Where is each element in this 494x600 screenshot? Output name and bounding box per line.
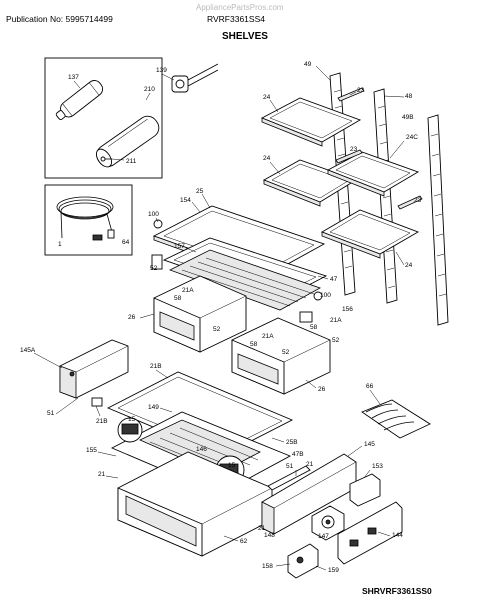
deli-control-board[interactable] (337, 501, 403, 565)
callout-52-c: 52 (332, 337, 340, 344)
callout-24-top: 24 (263, 94, 271, 101)
callout-21-right: 21 (306, 461, 314, 468)
callout-21a-c: 21A (262, 333, 274, 340)
watermark: AppliancePartsPros.com (196, 3, 284, 12)
deli-drawer-bin[interactable] (117, 451, 273, 557)
callout-157: 157 (174, 243, 185, 250)
callout-51-left: 51 (47, 410, 55, 417)
callout-52-b: 52 (213, 326, 221, 333)
shelf-rail-rear[interactable] (427, 114, 449, 326)
water-line-inset: 1 64 (44, 184, 133, 256)
deli-detail-callout-left (117, 417, 143, 443)
deli-slide-rail[interactable] (267, 465, 311, 491)
callout-155: 155 (86, 447, 97, 454)
callout-64: 64 (122, 239, 130, 246)
crisper-divider-end-caps[interactable] (151, 219, 323, 323)
filter-head[interactable] (171, 63, 219, 93)
callout-210: 210 (144, 86, 155, 93)
callout-23-top: 23 (357, 87, 365, 94)
callout-25: 25 (196, 188, 204, 195)
callout-51-right: 51 (286, 463, 294, 470)
deli-wire-harness[interactable] (287, 543, 319, 579)
callout-159: 159 (328, 567, 339, 574)
callout-21a-b: 21A (330, 317, 342, 324)
callout-21-low: 21 (258, 525, 266, 532)
callout-25b: 25B (286, 439, 298, 446)
callout-15-right: 15 (228, 462, 236, 469)
section-title: SHELVES (222, 31, 268, 42)
callout-21-left: 21 (98, 471, 106, 478)
callout-58-c: 58 (250, 341, 258, 348)
callout-26-a: 26 (128, 314, 136, 321)
glass-shelf-top[interactable] (260, 97, 362, 147)
callout-158: 158 (262, 563, 273, 570)
deli-drawer-slide[interactable] (91, 397, 103, 407)
crisper-drawer-left[interactable] (153, 275, 247, 353)
callout-58-a: 58 (174, 295, 182, 302)
callout-48: 48 (405, 93, 413, 100)
callout-58-b: 58 (310, 324, 318, 331)
crisper-callouts: 25 154 100 157 47 52 21A 58 100 156 26 5… (128, 188, 353, 393)
deli-control-callouts: 145 51 21 153 21 148 147 144 158 159 (258, 441, 403, 574)
callout-145a: 145A (20, 347, 36, 354)
callout-100-top: 100 (148, 211, 159, 218)
callout-52-a: 52 (150, 265, 158, 272)
diagram-code: SHRVRF3361SS0 (362, 586, 432, 596)
tube-fitting[interactable] (92, 229, 115, 241)
publication-number: Publication No: 5995714499 (6, 14, 113, 24)
filter-inset-frame (44, 57, 163, 179)
drawer-support-rack[interactable] (361, 399, 431, 439)
shelf-callouts: 49 23 48 49B 24 24 23 24C 23 24 (263, 61, 422, 269)
callout-1: 1 (58, 241, 62, 248)
glass-shelf-bottom[interactable] (320, 209, 420, 259)
callout-26-b: 26 (318, 386, 326, 393)
callout-156: 156 (342, 306, 353, 313)
callout-154: 154 (180, 197, 191, 204)
callout-47: 47 (330, 276, 338, 283)
callout-24-bottom: 24 (405, 262, 413, 269)
water-line-inset-frame (44, 184, 133, 256)
glass-shelf-mid-left[interactable] (262, 159, 358, 207)
callout-24-mid: 24 (263, 155, 271, 162)
callout-49b: 49B (402, 114, 414, 121)
deli-drawer-front[interactable] (59, 339, 129, 399)
callout-137: 137 (68, 74, 79, 81)
callout-49: 49 (304, 61, 312, 68)
shelf-rail-right[interactable] (373, 88, 398, 304)
deli-control-bracket[interactable] (349, 473, 381, 507)
callout-21b-low: 21B (96, 418, 108, 425)
callout-139: 139 (156, 67, 167, 74)
screw[interactable] (100, 156, 112, 162)
callout-146: 146 (196, 446, 207, 453)
callout-100-b: 100 (320, 292, 331, 299)
callout-211: 211 (126, 158, 137, 165)
callout-147: 147 (318, 533, 329, 540)
callout-15-left: 15 (128, 416, 136, 423)
callout-23-low: 23 (414, 197, 422, 204)
callout-153: 153 (372, 463, 383, 470)
water-filter-cartridge[interactable] (53, 78, 105, 124)
deli-callouts: 145A 21B 51 21B 149 15 146 25B 47B 155 2… (20, 347, 304, 545)
callout-148: 148 (264, 532, 275, 539)
callout-23-mid: 23 (350, 146, 358, 153)
filter-housing[interactable] (93, 112, 163, 170)
callout-66: 66 (366, 383, 374, 390)
deli-control-housing[interactable] (261, 453, 357, 535)
callout-62: 62 (240, 538, 248, 545)
callout-149: 149 (148, 404, 159, 411)
callout-145: 145 (364, 441, 375, 448)
water-tube-coil[interactable] (56, 196, 114, 239)
deli-fan-motor[interactable] (311, 505, 345, 541)
callout-144: 144 (392, 532, 403, 539)
callout-47b: 47B (292, 451, 304, 458)
crisper-drawer-right[interactable] (231, 317, 331, 395)
callout-52-d: 52 (282, 349, 290, 356)
filter-inset: 137 139 210 211 (44, 57, 219, 179)
callout-24c: 24C (406, 134, 418, 141)
crisper-humidity-tray[interactable] (168, 249, 321, 311)
model-number: RVRF3361SS4 (207, 14, 265, 24)
callout-21a-a: 21A (182, 287, 194, 294)
callout-21b-top: 21B (150, 363, 162, 370)
